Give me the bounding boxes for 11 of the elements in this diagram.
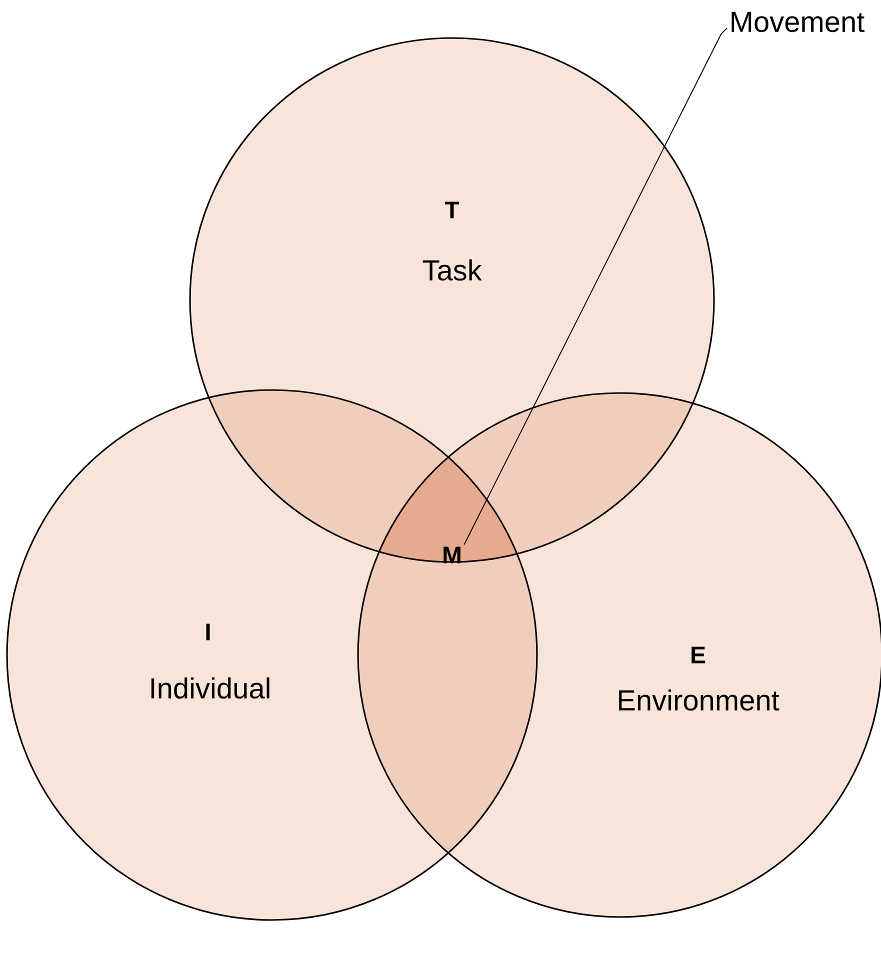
circle-label: Individual: [151, 677, 270, 699]
circle-letter: T: [444, 202, 460, 218]
circle-label: Task: [422, 259, 482, 281]
venn-circle: [6, 389, 538, 921]
callout-label: Movement: [732, 12, 864, 32]
circle-letter: E: [692, 646, 706, 664]
region-letter: M: [444, 546, 460, 564]
leader-line: [464, 28, 728, 546]
circle-letter: I: [206, 624, 210, 640]
venn-circle: [189, 37, 715, 563]
circle-label: Environment: [619, 689, 780, 711]
